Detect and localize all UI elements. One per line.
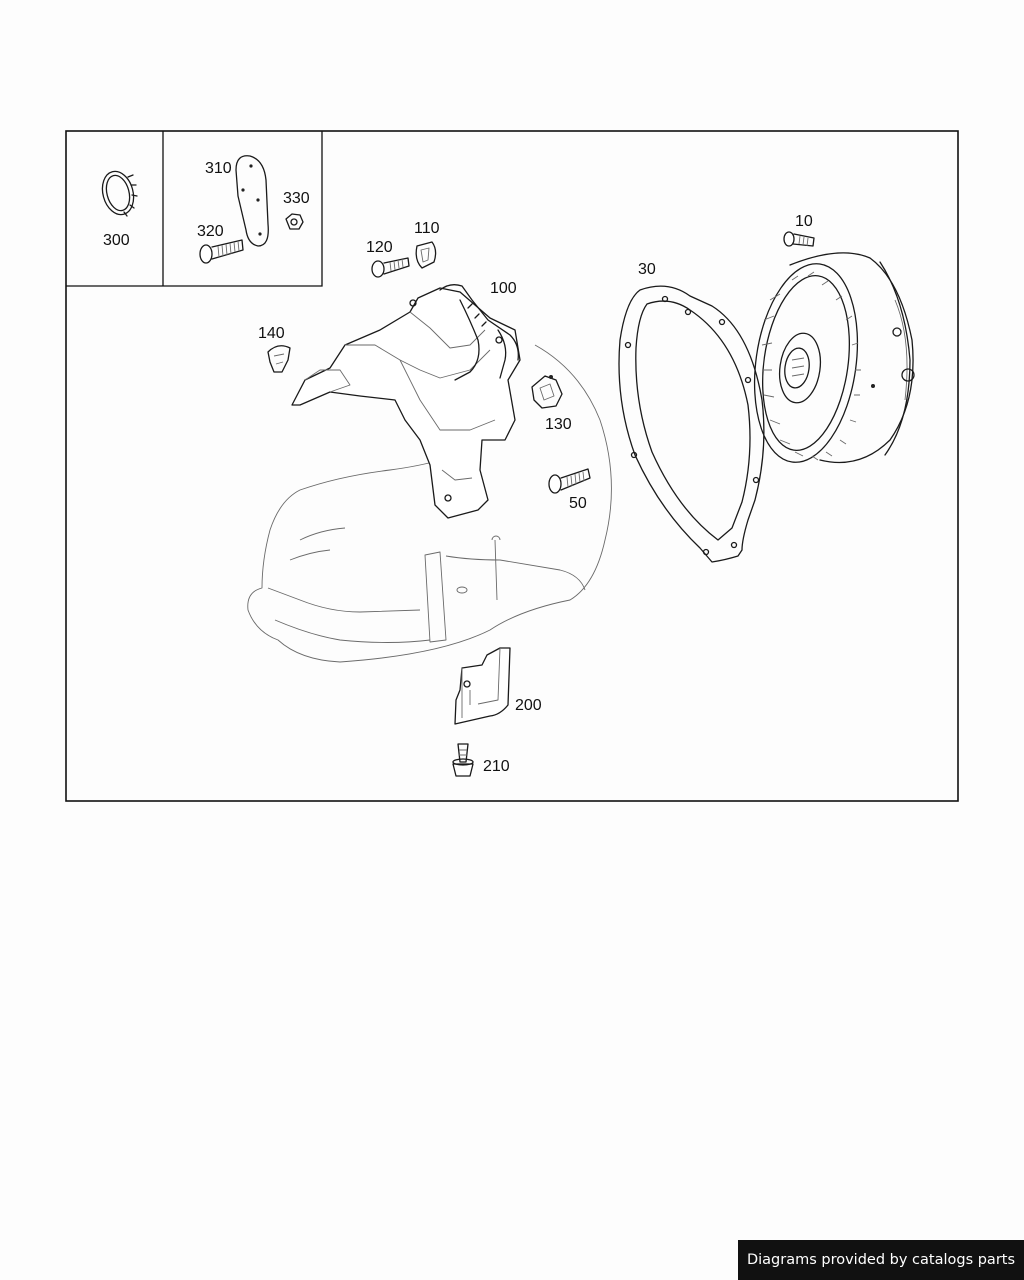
callout-110: 110 xyxy=(414,220,440,237)
part-130-clip[interactable] xyxy=(531,375,563,409)
callout-200: 200 xyxy=(515,697,542,714)
part-140-clip[interactable] xyxy=(267,345,291,373)
part-300-seal-ring[interactable] xyxy=(98,168,138,218)
part-10-torque-converter[interactable] xyxy=(743,252,915,469)
part-110-clip[interactable] xyxy=(415,241,437,269)
part-120-bolt[interactable] xyxy=(371,257,410,278)
callout-210: 210 xyxy=(483,758,510,775)
inset-box-outline xyxy=(66,131,323,287)
transmission-housing xyxy=(247,344,612,663)
callout-310: 310 xyxy=(205,160,232,177)
part-30-gasket[interactable] xyxy=(618,285,765,563)
part-50-bolt[interactable] xyxy=(548,468,591,494)
part-10-bolt[interactable] xyxy=(783,231,815,247)
part-320-bolt[interactable] xyxy=(199,239,244,264)
callout-10: 10 xyxy=(795,213,813,230)
callout-120: 120 xyxy=(366,239,393,256)
part-200-bracket[interactable] xyxy=(454,647,511,725)
callout-30: 30 xyxy=(638,261,656,278)
diagram-frame xyxy=(65,130,959,802)
callout-330: 330 xyxy=(283,190,310,207)
callout-320: 320 xyxy=(197,223,224,240)
callout-140: 140 xyxy=(258,325,285,342)
callout-50: 50 xyxy=(569,495,587,512)
part-330-nut[interactable] xyxy=(285,213,304,230)
callout-100: 100 xyxy=(490,280,517,297)
callout-130: 130 xyxy=(545,416,572,433)
part-310-cover-plate[interactable] xyxy=(235,155,269,247)
part-100-heat-shield[interactable] xyxy=(291,284,521,519)
callout-300: 300 xyxy=(103,232,130,249)
credit-banner: Diagrams provided by catalogs parts xyxy=(738,1240,1024,1280)
part-210-bolt[interactable] xyxy=(452,743,474,777)
